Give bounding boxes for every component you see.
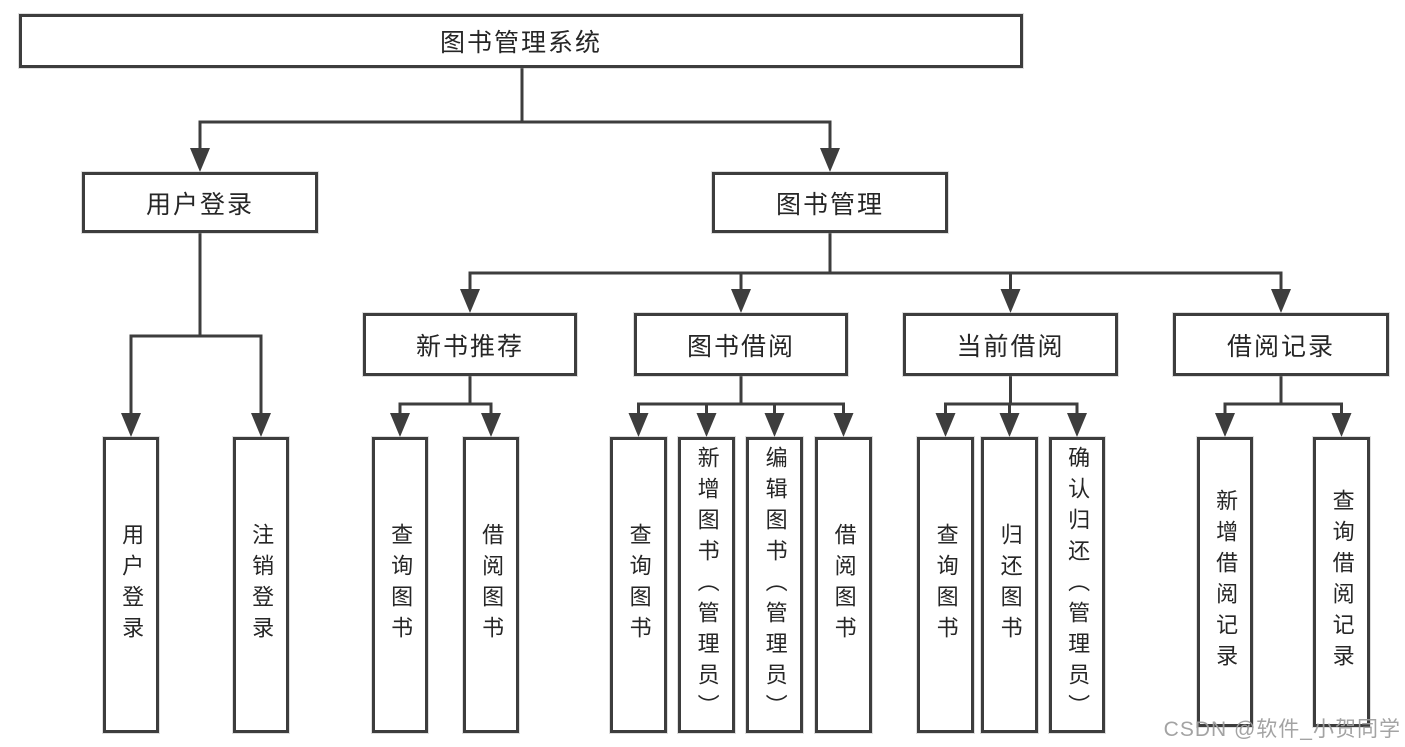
arrow-down-icon bbox=[1215, 413, 1235, 437]
node-borrowing-records-label: 借阅记录 bbox=[1226, 332, 1335, 361]
watermark: CSDN @软件_小贺同学 bbox=[1163, 718, 1401, 741]
node-records-add-record-label: 新增借阅记录 bbox=[1213, 489, 1239, 675]
node-root: 图书管理系统 bbox=[19, 14, 1023, 68]
node-book-management-label: 图书管理 bbox=[775, 190, 884, 219]
arrow-down-icon bbox=[1331, 413, 1352, 437]
node-logout: 注销登录 bbox=[233, 437, 289, 733]
connector-root bbox=[198, 67, 832, 148]
arrow-down-icon bbox=[251, 413, 271, 437]
arrow-down-icon bbox=[935, 413, 956, 437]
node-new-book-recommend-label: 新书推荐 bbox=[415, 332, 524, 361]
arrow-down-icon bbox=[460, 289, 480, 313]
node-current-return-books: 归还图书 bbox=[981, 437, 1038, 733]
arrow-down-icon bbox=[833, 413, 854, 437]
node-current-borrowing: 当前借阅 bbox=[903, 313, 1118, 376]
node-records-query-record: 查询借阅记录 bbox=[1313, 437, 1370, 727]
arrowhead-icons bbox=[121, 148, 1352, 437]
node-book-management: 图书管理 bbox=[712, 172, 948, 233]
arrow-down-icon bbox=[731, 289, 751, 313]
node-root-label: 图书管理系统 bbox=[439, 29, 602, 57]
arrow-down-icon bbox=[390, 413, 410, 437]
node-borrowing-query-books-label: 查询图书 bbox=[626, 523, 652, 647]
node-borrowing-edit-books-admin: 编辑图书（管理员） bbox=[746, 437, 803, 733]
connector-current-borrowing bbox=[944, 376, 1079, 413]
node-recommend-query-books-label: 查询图书 bbox=[388, 523, 414, 647]
node-user-login-leaf: 用户登录 bbox=[103, 437, 159, 733]
node-user-login: 用户登录 bbox=[82, 172, 318, 233]
node-logout-label: 注销登录 bbox=[249, 523, 275, 647]
node-borrowing-edit-books-admin-label: 编辑图书（管理员） bbox=[762, 445, 788, 725]
connector-user-login bbox=[129, 233, 263, 413]
node-records-add-record: 新增借阅记录 bbox=[1197, 437, 1253, 727]
node-borrowing-borrow-books-label: 借阅图书 bbox=[831, 523, 857, 647]
arrow-down-icon bbox=[1067, 413, 1087, 437]
node-borrowing-borrow-books: 借阅图书 bbox=[815, 437, 872, 733]
node-user-login-label: 用户登录 bbox=[145, 190, 254, 219]
node-borrowing-add-books-admin-label: 新增图书（管理员） bbox=[694, 445, 720, 725]
node-borrowing-query-books: 查询图书 bbox=[610, 437, 667, 733]
node-recommend-borrow-books-label: 借阅图书 bbox=[479, 523, 505, 647]
node-current-query-books-label: 查询图书 bbox=[933, 523, 959, 647]
arrow-down-icon bbox=[190, 148, 210, 172]
arrow-down-icon bbox=[1271, 289, 1291, 313]
node-borrowing-add-books-admin: 新增图书（管理员） bbox=[678, 437, 735, 733]
node-current-confirm-return-admin: 确认归还（管理员） bbox=[1049, 437, 1105, 733]
arrow-down-icon bbox=[764, 413, 785, 437]
node-current-borrowing-label: 当前借阅 bbox=[956, 332, 1065, 361]
node-borrowing-records: 借阅记录 bbox=[1173, 313, 1389, 376]
node-book-borrowing-label: 图书借阅 bbox=[686, 332, 795, 361]
node-current-return-books-label: 归还图书 bbox=[997, 523, 1023, 647]
arrow-down-icon bbox=[820, 148, 840, 172]
node-records-query-record-label: 查询借阅记录 bbox=[1329, 489, 1355, 675]
connector-book-management bbox=[468, 233, 1283, 289]
node-recommend-borrow-books: 借阅图书 bbox=[463, 437, 519, 733]
arrow-down-icon bbox=[1000, 289, 1021, 313]
node-book-borrowing: 图书借阅 bbox=[634, 313, 848, 376]
node-new-book-recommend: 新书推荐 bbox=[363, 313, 577, 376]
node-current-query-books: 查询图书 bbox=[917, 437, 974, 733]
arrow-down-icon bbox=[628, 413, 649, 437]
connector-new-book-recommend bbox=[398, 376, 493, 413]
connector-borrowing-records bbox=[1223, 376, 1343, 413]
arrow-down-icon bbox=[481, 413, 501, 437]
arrow-down-icon bbox=[696, 413, 717, 437]
node-user-login-leaf-label: 用户登录 bbox=[119, 523, 145, 647]
connector-book-borrowing bbox=[637, 376, 845, 413]
arrow-down-icon bbox=[999, 413, 1020, 437]
node-current-confirm-return-admin-label: 确认归还（管理员） bbox=[1065, 445, 1091, 725]
arrow-down-icon bbox=[121, 413, 141, 437]
node-recommend-query-books: 查询图书 bbox=[372, 437, 428, 733]
